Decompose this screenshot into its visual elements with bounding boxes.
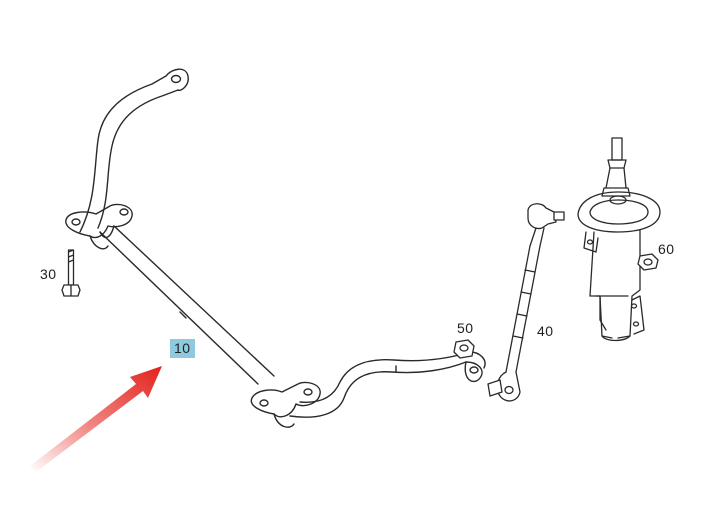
label-part-10: 10 — [170, 339, 195, 358]
bolt-part — [61, 249, 81, 297]
label-part-30: 30 — [40, 266, 57, 282]
label-part-50: 50 — [457, 320, 474, 336]
label-part-40: 40 — [537, 323, 554, 339]
label-part-60: 60 — [658, 241, 675, 257]
stabilizer-link — [487, 203, 565, 402]
pointer-arrow — [30, 366, 162, 472]
nut-part-link — [453, 339, 475, 359]
nut-part-strut — [637, 253, 659, 271]
strut-assembly — [577, 137, 661, 342]
stabilizer-bar — [65, 68, 486, 428]
